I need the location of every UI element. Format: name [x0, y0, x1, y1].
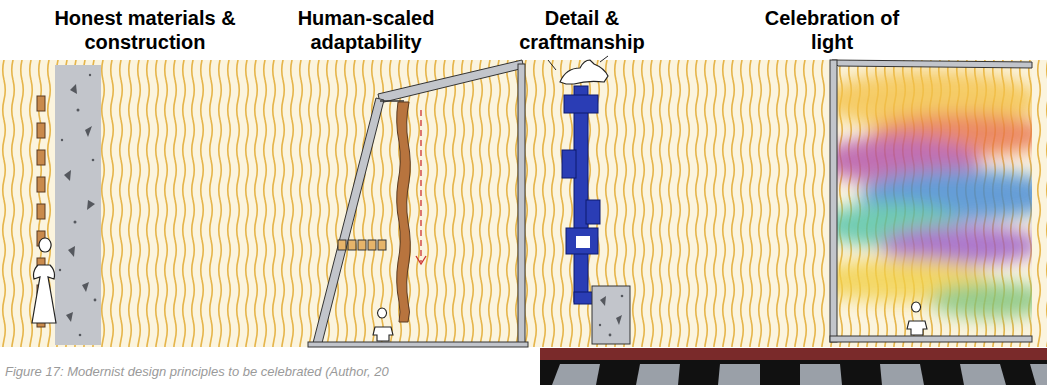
principle-heading: Human-scaled adaptability	[291, 6, 441, 54]
craftsmanship-sketch	[548, 56, 630, 344]
striped-ground	[0, 60, 1047, 347]
photo-fragment	[540, 348, 1047, 385]
honest-materials-sketch	[32, 65, 101, 345]
principle-heading: Detail & craftmanship	[510, 6, 655, 54]
principle-heading: Celebration of light	[756, 6, 908, 54]
principle-heading: Honest materials & construction	[54, 6, 236, 54]
figure-caption: Figure 17: Modernist design principles t…	[5, 364, 389, 379]
adaptability-sketch	[308, 60, 528, 347]
light-sketch	[810, 60, 1047, 342]
